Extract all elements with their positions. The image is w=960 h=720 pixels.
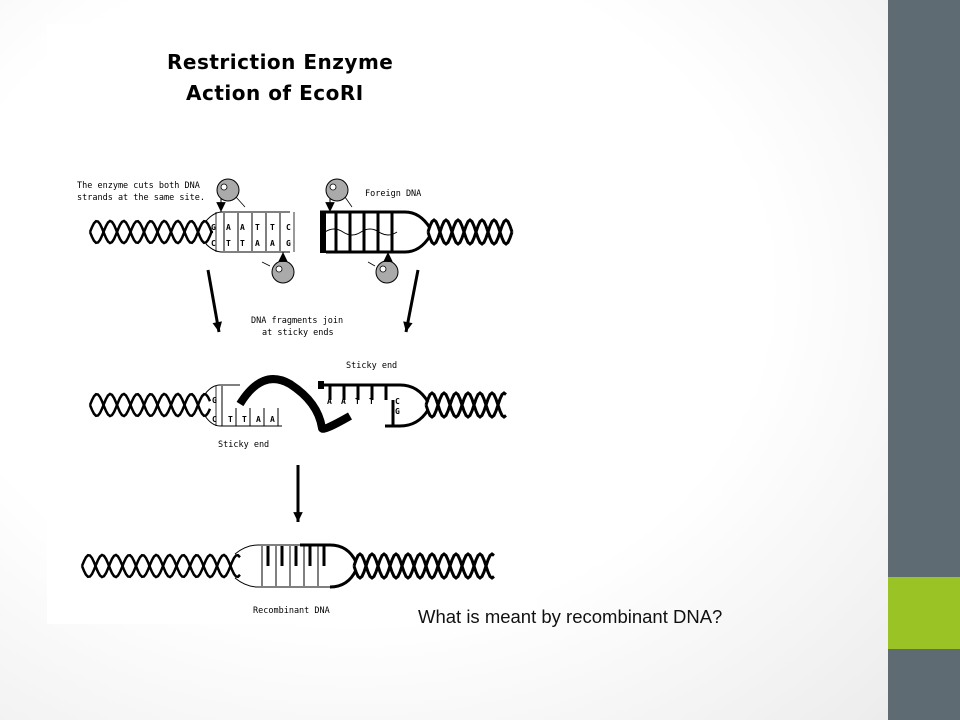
sidebar-accent-square <box>888 577 960 649</box>
diagram-panel <box>47 24 537 624</box>
enzyme-2 <box>325 178 349 202</box>
enzyme-3 <box>271 260 295 284</box>
helix-right-2-strand-b <box>424 391 507 419</box>
stage1-base-bottom-5: G <box>286 239 291 248</box>
foreign-end-bar <box>320 211 326 253</box>
helix-right-1-strand-a <box>426 218 514 246</box>
stage1-base-top-2: A <box>240 223 245 232</box>
stage1-base-bottom-0: C <box>211 239 216 248</box>
diagram-title-line1: Restriction Enzyme <box>167 50 394 74</box>
enzyme-4-tail <box>367 261 376 267</box>
helix-left-1-strand-a <box>88 219 214 245</box>
stage2-left-top-strand <box>204 384 240 395</box>
question-text: What is meant by recombinant DNA? <box>418 606 723 627</box>
helix-right-2-strand-a <box>424 391 507 419</box>
stage2-left-base-top-0: G <box>212 396 217 405</box>
stage2-right-top-strand <box>322 383 430 403</box>
stage1-bottom-strand <box>205 243 290 253</box>
stage2-left-bottom-strand <box>204 415 282 427</box>
helix-left-3-strand-b <box>80 553 241 579</box>
arrow-right-down-head <box>403 321 413 332</box>
stage2-left-base-bottom-1: T <box>228 415 233 424</box>
enzyme-1-cut-arrow-head <box>216 202 226 212</box>
enzyme-3-cut-arrow-head <box>278 252 288 262</box>
stage1-top-strand <box>205 211 290 222</box>
stage1-base-top-0: G <box>211 223 216 232</box>
stage2-right-base-top-2: T <box>355 397 360 406</box>
label-sticky-end-bottom: Sticky end <box>218 440 270 450</box>
diagram-title-line2: Action of EcoRI <box>186 81 364 105</box>
enzyme-2-site <box>329 183 337 191</box>
stage2-right-base-top-4: C <box>395 397 400 406</box>
stage2-left-base-bottom-3: A <box>256 415 261 424</box>
arrow-left-down <box>206 269 221 333</box>
stage1-base-bottom-1: T <box>226 239 231 248</box>
stage2-left-base-bottom-4: A <box>270 415 275 424</box>
enzyme-4-cut-arrow-head <box>383 252 393 262</box>
helix-left-1-strand-b <box>88 219 214 245</box>
stage1-base-top-4: T <box>270 223 275 232</box>
label-cut-line1: The enzyme cuts both DNA <box>77 181 200 191</box>
stage1-base-bottom-4: A <box>270 239 275 248</box>
arrow-center-down-head <box>293 512 303 522</box>
label-join-line1: DNA fragments join <box>251 316 344 326</box>
stage3-bottom-strand <box>234 577 330 588</box>
label-join-line2: at sticky ends <box>262 328 334 338</box>
stage3-right-top <box>300 543 358 563</box>
stage2-right-base-top-0: A <box>327 397 332 406</box>
helix-left-2-strand-a <box>88 392 212 418</box>
foreign-cut-line <box>324 228 398 236</box>
stage1-base-top-3: T <box>255 223 260 232</box>
label-foreign-dna: Foreign DNA <box>365 189 422 199</box>
stage2-right-cap <box>318 381 324 389</box>
enzyme-2-tail <box>344 196 353 208</box>
enzyme-1-tail <box>235 196 246 208</box>
label-sticky-end-top: Sticky end <box>346 361 398 371</box>
stage3-right-bottom <box>329 569 358 589</box>
stage2-wave <box>236 375 352 433</box>
label-recombinant-dna: Recombinant DNA <box>253 606 330 616</box>
enzyme-4 <box>375 260 399 284</box>
enzyme-3-site <box>275 265 283 273</box>
label-cut-line2: strands at the same site. <box>77 193 205 203</box>
stage1-base-bottom-2: T <box>240 239 245 248</box>
stage1-base-bottom-3: A <box>255 239 260 248</box>
enzyme-1-site <box>220 183 228 191</box>
helix-left-2-strand-b <box>88 392 212 418</box>
arrow-right-down <box>404 269 420 333</box>
foreign-bottom-strand <box>326 235 432 254</box>
enzyme-2-cut-arrow-head <box>325 202 335 212</box>
stage2-right-bottom-strand <box>385 409 430 428</box>
enzyme-1 <box>216 178 240 202</box>
stage2-right-base-top-1: A <box>341 397 346 406</box>
stage1-base-top-1: A <box>226 223 231 232</box>
foreign-top-strand <box>320 210 432 229</box>
stage2-right-base-bottom-0: G <box>395 407 400 416</box>
helix-right-3-strand-b <box>352 552 495 580</box>
helix-right-1-strand-b <box>426 218 514 246</box>
arrow-left-down-head <box>212 321 222 332</box>
stage1-base-top-5: C <box>286 223 291 232</box>
stage2-left-base-bottom-0: C <box>212 415 217 424</box>
enzyme-3-tail <box>261 261 271 267</box>
stage2-right-base-top-3: T <box>369 397 374 406</box>
stage2-left-base-bottom-2: T <box>242 415 247 424</box>
enzyme-4-site <box>379 265 387 273</box>
stage3-top-strand <box>234 544 330 555</box>
